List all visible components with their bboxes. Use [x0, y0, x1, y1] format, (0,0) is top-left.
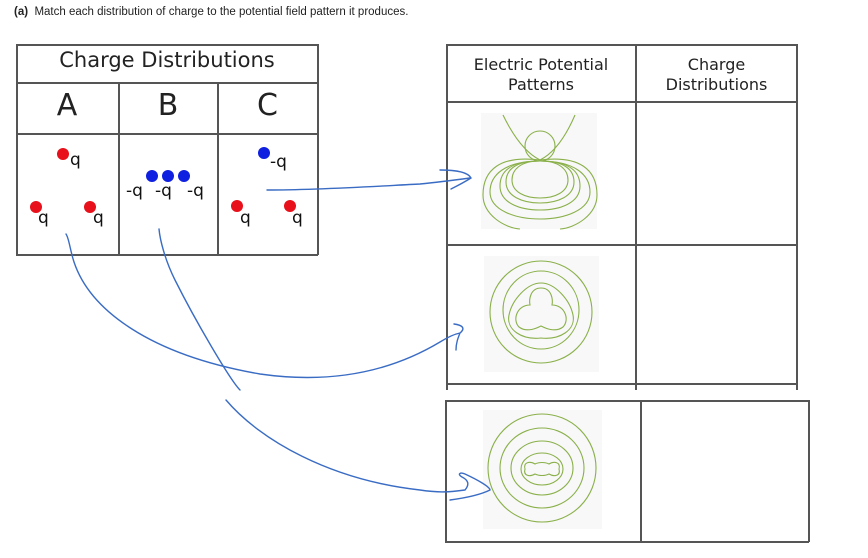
positive-charge: [231, 200, 243, 212]
table-border: [446, 44, 448, 390]
potential-pattern-3: [483, 410, 602, 529]
table-border: [445, 400, 809, 402]
header-line: Patterns: [508, 75, 574, 94]
table-border: [16, 133, 318, 135]
question-part: (a): [14, 6, 29, 18]
charge-label: q: [240, 208, 251, 228]
header-electric-potential-patterns: Electric Potential Patterns: [446, 55, 636, 95]
table-border: [446, 244, 797, 246]
charge-label: q: [38, 208, 49, 228]
charge-label: q: [93, 208, 104, 228]
potential-pattern-2: [484, 256, 599, 372]
charge-label: q: [292, 208, 303, 228]
pattern-background: [484, 256, 599, 372]
charge-label: -q: [270, 152, 287, 172]
table-border: [16, 44, 18, 255]
question-text: Match each distribution of charge to the…: [34, 6, 409, 18]
table-border: [808, 400, 810, 542]
column-header-a: A: [56, 88, 78, 123]
column-header-c: C: [257, 88, 278, 123]
table-border: [446, 101, 797, 103]
table-border: [635, 44, 637, 390]
question-prompt: (a) Match each distribution of charge to…: [14, 6, 408, 18]
column-header-b: B: [157, 88, 179, 123]
table-border: [16, 44, 318, 46]
header-charge-distributions: Charge Distributions: [636, 55, 797, 95]
positive-charge: [30, 201, 42, 213]
arrow-b-to-row-3: [158, 228, 491, 501]
positive-charge: [284, 200, 296, 212]
charge-label: -q: [126, 181, 143, 201]
table-border: [118, 82, 120, 255]
table-border: [16, 82, 318, 84]
header-line: Distributions: [665, 75, 768, 94]
charge-label: -q: [155, 181, 172, 201]
table-border: [446, 44, 797, 46]
table-border: [446, 383, 797, 385]
positive-charge: [57, 148, 69, 160]
charge-label: q: [70, 150, 81, 170]
charge-label: -q: [187, 181, 204, 201]
table-border: [796, 44, 798, 390]
table-title: Charge Distributions: [59, 48, 275, 72]
header-line: Electric Potential: [473, 55, 609, 74]
table-border: [445, 541, 809, 543]
negative-charge: [258, 147, 270, 159]
arrow-a-to-row-2: [65, 233, 464, 379]
arrow-c-to-row-1: [266, 169, 472, 191]
negative-charge: [146, 170, 158, 182]
header-line: Charge: [687, 55, 746, 74]
negative-charge: [162, 170, 174, 182]
positive-charge: [84, 201, 96, 213]
negative-charge: [178, 170, 190, 182]
pattern-background: [483, 410, 602, 529]
table-border: [445, 400, 447, 542]
table-border: [317, 44, 319, 255]
potential-pattern-1: [481, 113, 598, 230]
table-border: [16, 254, 318, 256]
table-border: [217, 82, 219, 255]
table-border: [640, 400, 642, 542]
